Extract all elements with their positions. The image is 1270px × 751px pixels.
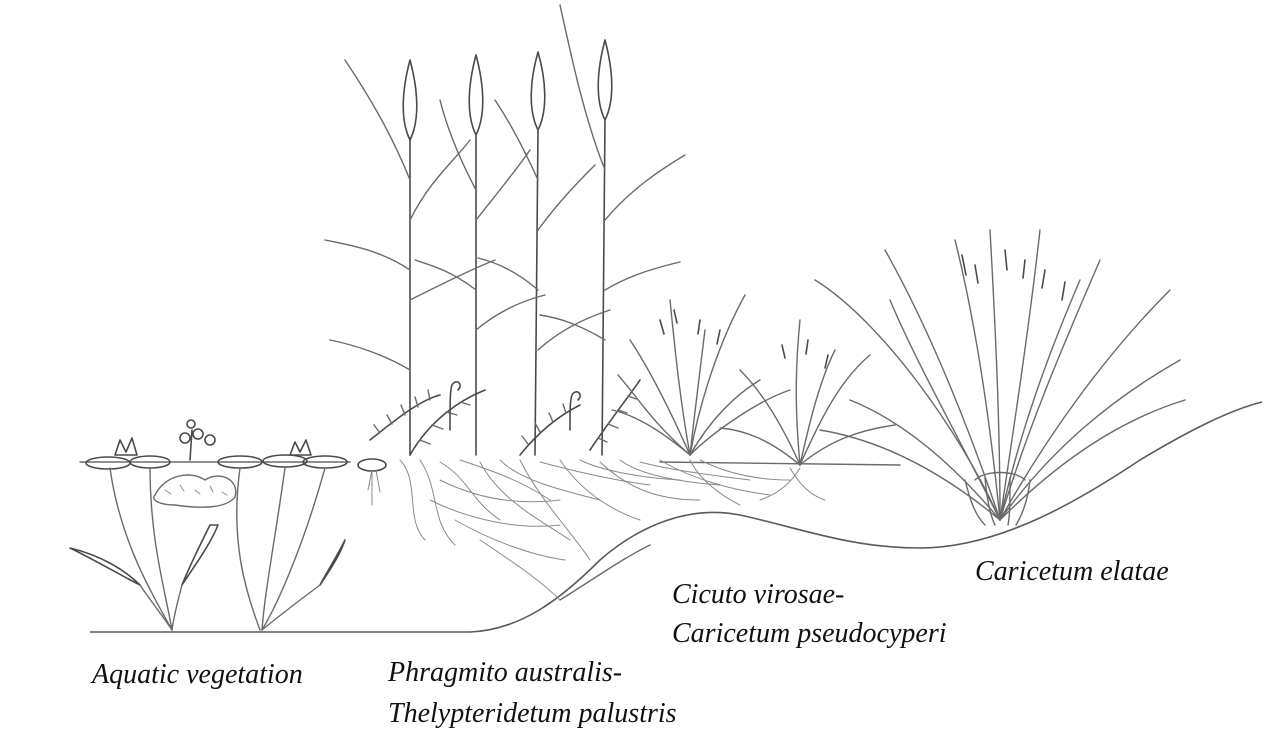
label-cicuto-line1: Cicuto virosae- bbox=[672, 579, 845, 610]
water-lily-flowers bbox=[114, 437, 312, 456]
water-surface bbox=[79, 461, 901, 466]
lily-stems bbox=[109, 467, 326, 631]
tall-sedge-tussock bbox=[814, 229, 1186, 521]
label-phragmito-line1: Phragmito australis- bbox=[388, 657, 623, 688]
reed-leaves bbox=[324, 4, 686, 371]
reed-stems bbox=[409, 119, 606, 456]
label-phragmito-line2: Thelypteridetum palustris bbox=[388, 698, 677, 729]
sedge-tussock-1 bbox=[611, 294, 791, 456]
sedge-tussock-2 bbox=[719, 319, 896, 466]
sedge-roots bbox=[689, 459, 826, 506]
label-caricetum-elatae: Caricetum elatae bbox=[975, 556, 1169, 587]
label-aquatic-vegetation: Aquatic vegetation bbox=[92, 659, 303, 690]
submerged-plant bbox=[153, 474, 237, 508]
ferns bbox=[369, 379, 641, 456]
reed-root-mass bbox=[399, 459, 771, 601]
emergent-small-plant bbox=[179, 419, 216, 461]
submerged-arrow-leaves bbox=[69, 524, 346, 631]
label-cicuto-line2: Caricetum pseudocyperi bbox=[672, 618, 947, 649]
substrate-profile bbox=[90, 401, 1263, 633]
tall-sedge-base bbox=[964, 471, 1031, 526]
reed-panicles bbox=[402, 39, 613, 141]
edge-small-plant bbox=[357, 458, 387, 506]
